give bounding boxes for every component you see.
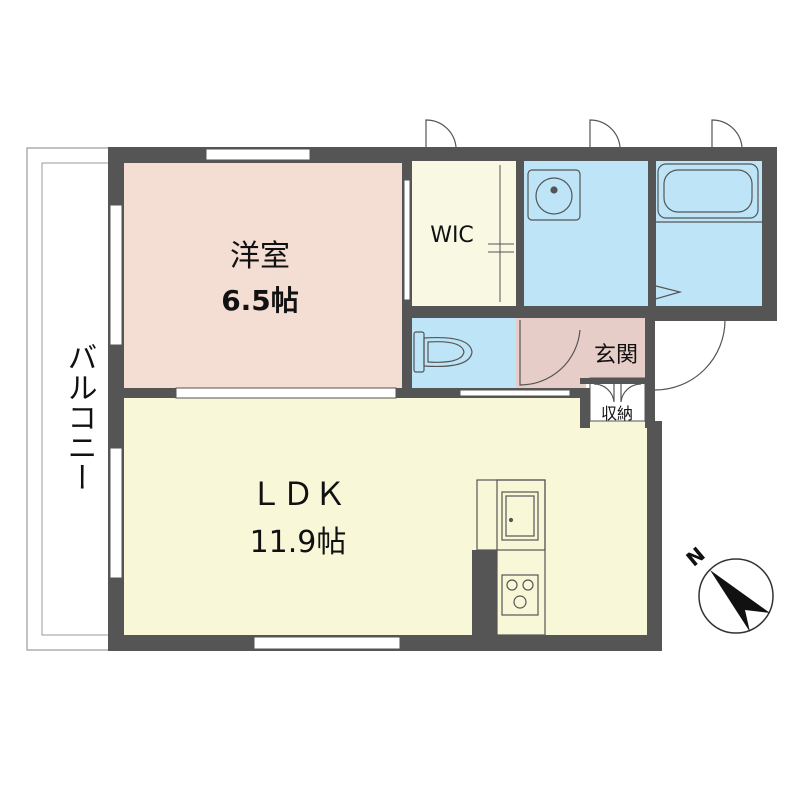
western-room-name: 洋室 — [230, 239, 290, 274]
western-room-floor — [124, 163, 402, 388]
genkan-label: 玄関 — [594, 343, 638, 368]
ldk-floor — [124, 398, 647, 635]
wic-shelf — [488, 165, 514, 302]
western-room-size: 6.5帖 — [221, 284, 299, 317]
windows — [109, 148, 571, 650]
bathroom-floor — [656, 161, 762, 306]
kitchen-counter — [476, 479, 546, 636]
wic-label: WIC — [430, 223, 474, 248]
storage-label: 収納 — [601, 404, 633, 423]
washroom-floor — [524, 161, 648, 306]
compass: N — [681, 542, 774, 634]
balcony-label: バルコニー — [62, 342, 97, 492]
wash-basin — [527, 169, 581, 221]
ldk-name: ＬＤＫ — [250, 475, 346, 513]
bathtub — [656, 163, 762, 223]
genkan-floor — [586, 318, 645, 378]
ldk-size: 11.9帖 — [250, 525, 347, 560]
toilet — [413, 331, 473, 373]
wic-floor — [412, 161, 516, 306]
balcony: バルコニー — [26, 147, 110, 651]
hallway-floor — [516, 318, 586, 390]
doors — [425, 119, 743, 403]
north-icon: N — [681, 542, 709, 571]
